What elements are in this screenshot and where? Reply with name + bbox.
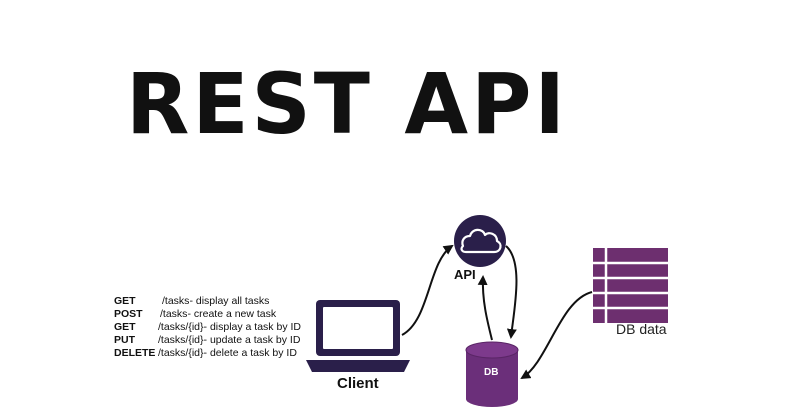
arrow-dbdata-to-db	[520, 291, 593, 380]
page-title: REST API	[126, 55, 568, 153]
endpoint-row: DELETE /tasks/{id} - delete a task by ID	[114, 347, 301, 360]
endpoint-description: - create a new task	[187, 308, 277, 320]
endpoint-list: GET /tasks - display all tasks POST /tas…	[114, 295, 301, 360]
arrow-db-to-api	[477, 275, 493, 341]
client-label: Client	[337, 375, 379, 392]
endpoint-method: GET	[114, 321, 136, 333]
endpoint-method: GET	[114, 295, 136, 307]
arrow-api-to-db	[505, 245, 518, 339]
api-label: API	[454, 267, 476, 282]
endpoint-path: /tasks	[160, 308, 188, 320]
db-label: DB	[484, 367, 499, 378]
database-cylinder-icon	[465, 341, 519, 407]
endpoint-row: POST /tasks - create a new task	[114, 308, 301, 321]
endpoint-row: GET /tasks/{id} - display a task by ID	[114, 321, 301, 334]
endpoint-description: - update a task by ID	[203, 334, 301, 346]
endpoint-path: /tasks	[162, 295, 190, 307]
endpoint-method: DELETE	[114, 347, 156, 359]
endpoint-path: /tasks/{id}	[158, 321, 204, 333]
arrow-client-to-api	[401, 244, 454, 336]
endpoint-description: - display a task by ID	[203, 321, 301, 333]
db-data-label: DB data	[616, 321, 667, 337]
endpoint-row: GET /tasks - display all tasks	[114, 295, 301, 308]
table-rows-icon	[593, 248, 668, 323]
endpoint-description: - display all tasks	[189, 295, 270, 307]
endpoint-method: POST	[114, 308, 143, 320]
endpoint-description: - delete a task by ID	[203, 347, 297, 359]
endpoint-path: /tasks/{id}	[158, 334, 204, 346]
endpoint-path: /tasks/{id}	[158, 347, 204, 359]
endpoint-row: PUT /tasks/{id} - update a task by ID	[114, 334, 301, 347]
laptop-icon	[306, 300, 410, 372]
cloud-icon	[454, 215, 506, 267]
endpoint-method: PUT	[114, 334, 135, 346]
